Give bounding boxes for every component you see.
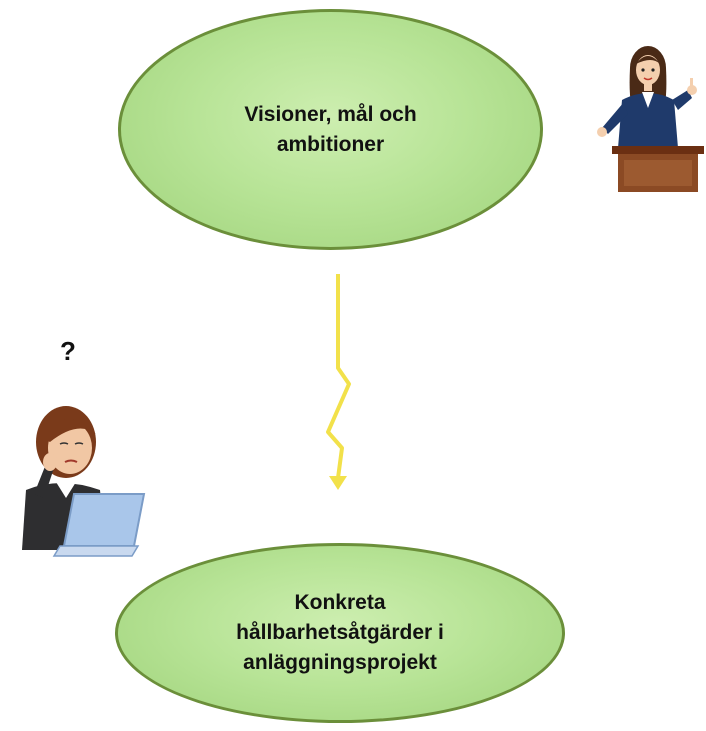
vision-node-label: Visioner, mål och ambitioner <box>244 102 417 156</box>
vision-node: Visioner, mål och ambitioner <box>118 9 543 250</box>
measures-node-label: Konkreta hållbarhetsåtgärder i anläggnin… <box>236 591 444 674</box>
measures-node: Konkreta hållbarhetsåtgärder i anläggnin… <box>115 543 565 723</box>
frustrated-woman-with-laptop-icon <box>22 406 146 557</box>
woman-at-podium-icon <box>597 46 704 192</box>
lightning-arrow-icon <box>326 274 351 490</box>
question-mark: ? <box>60 336 76 366</box>
